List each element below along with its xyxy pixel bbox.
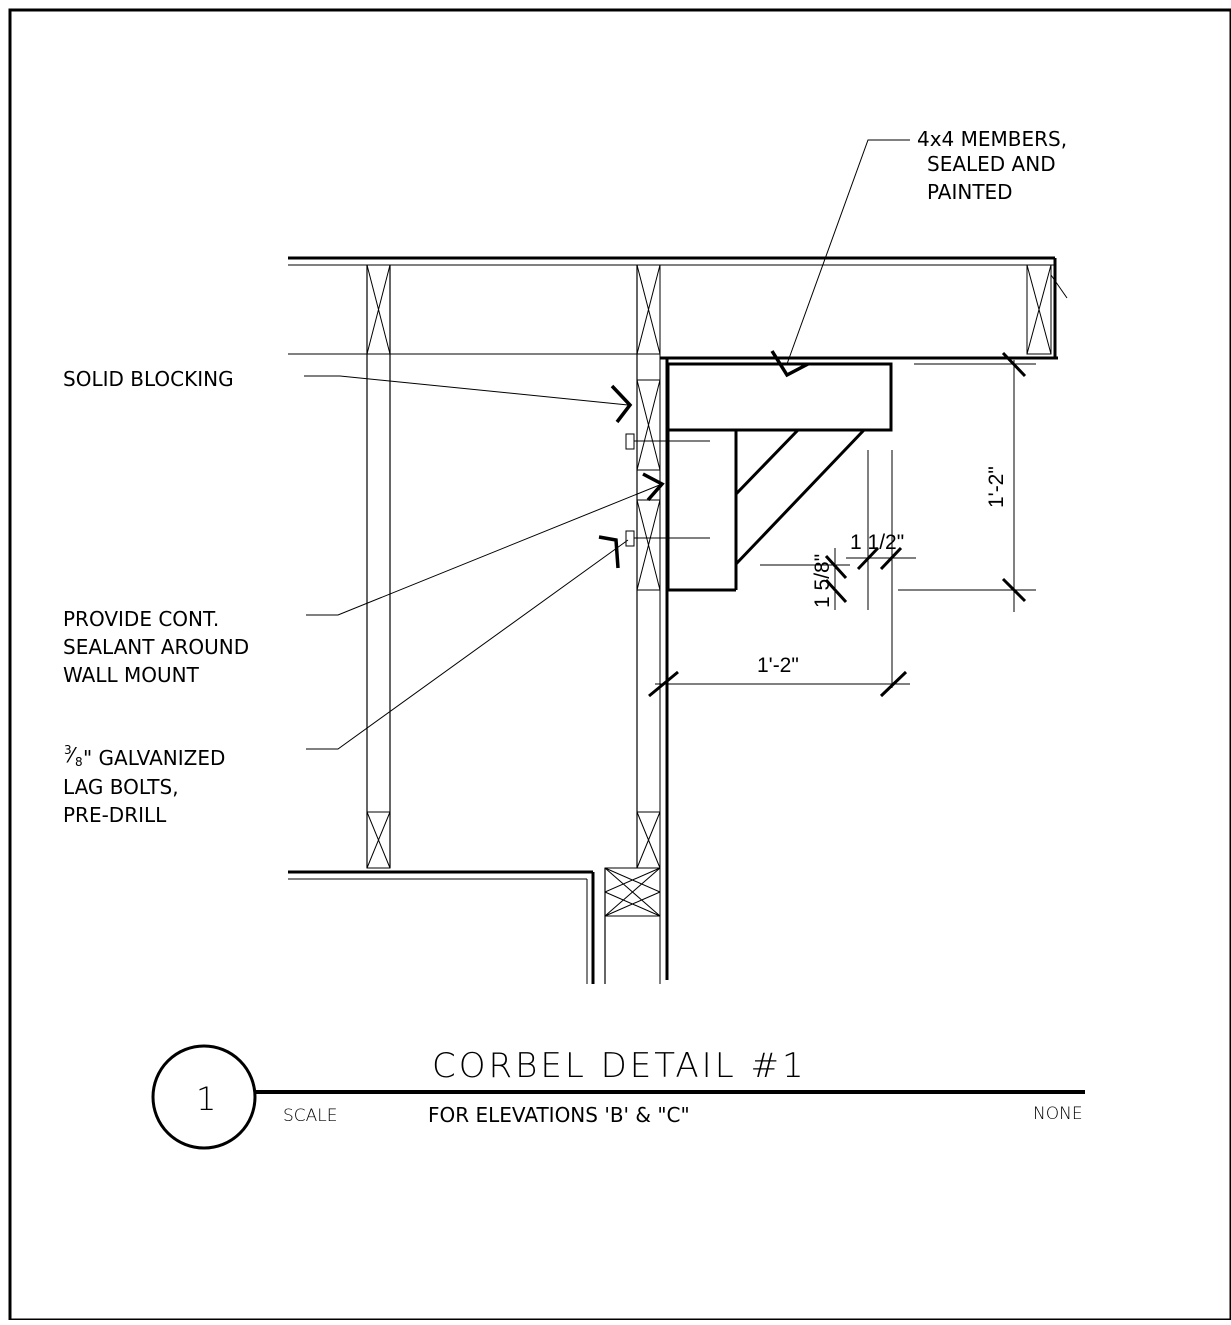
dimension-lines (648, 351, 1036, 698)
leader-lines (304, 139, 910, 750)
wall-framing (288, 256, 1068, 984)
label-solid-blocking: SOLID BLOCKING (63, 367, 234, 391)
label-bolts-line1: " GALVANIZED (83, 746, 225, 770)
dimension-vertical: 1'-2" (985, 466, 1008, 508)
dimension-horizontal: 1'-2" (757, 654, 799, 677)
label-sealant-line1: PROVIDE CONT. (63, 607, 219, 631)
dimension-small-vertical: 1 5/8" (811, 554, 834, 608)
label-members-line2: SEALED AND (927, 152, 1056, 176)
label-bolts-fraction-den: 8 (75, 755, 83, 769)
label-bolts-fraction-num: 3 (64, 743, 72, 757)
scale-label: SCALE (283, 1106, 338, 1126)
drawing-subtitle: FOR ELEVATIONS 'B' & "C" (428, 1103, 690, 1127)
label-sealant-line2: SEALANT AROUND (63, 635, 249, 659)
label-bolts-fraction-slash: ⁄ (66, 743, 77, 767)
label-sealant-line3: WALL MOUNT (63, 663, 200, 687)
dimension-small-horizontal: 1 1/2" (850, 531, 904, 554)
drawing-title: CORBEL DETAIL #1 (432, 1046, 807, 1086)
scale-value: NONE (1033, 1104, 1083, 1124)
detail-number-circle (151, 1044, 257, 1150)
label-bolts-line3: PRE-DRILL (63, 803, 167, 827)
label-bolts-line2: LAG BOLTS, (63, 775, 179, 799)
label-members-line1: 4x4 MEMBERS, (917, 127, 1067, 151)
label-members-line3: PAINTED (927, 180, 1013, 204)
detail-number: 1 (196, 1080, 216, 1118)
